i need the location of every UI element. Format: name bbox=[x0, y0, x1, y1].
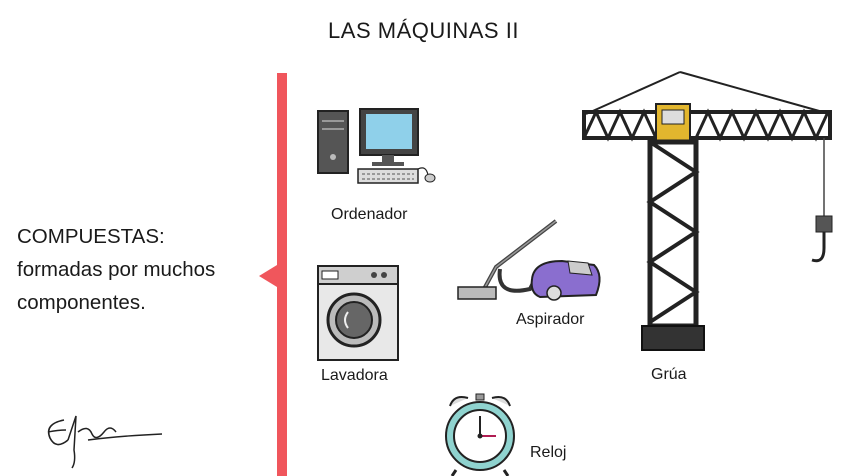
machine-label: Reloj bbox=[530, 444, 567, 461]
definition-heading: COMPUESTAS: bbox=[17, 225, 165, 248]
signature-icon bbox=[47, 415, 163, 469]
alarm-clock-icon bbox=[445, 393, 515, 476]
divider-arrow bbox=[259, 265, 277, 287]
divider-bar bbox=[277, 73, 287, 476]
crane-icon bbox=[582, 71, 833, 351]
washing-machine-icon bbox=[317, 265, 399, 361]
page-title: LAS MÁQUINAS II bbox=[328, 18, 519, 43]
definition-line: componentes. bbox=[17, 291, 146, 314]
machine-label: Aspirador bbox=[516, 311, 585, 328]
definition-line: formadas por muchos bbox=[17, 258, 216, 281]
machine-label: Ordenador bbox=[331, 206, 408, 223]
vacuum-cleaner-icon bbox=[457, 219, 601, 301]
machine-label: Grúa bbox=[651, 366, 687, 383]
definition-text: COMPUESTAS: formadas por muchos componen… bbox=[17, 220, 267, 319]
computer-icon bbox=[317, 108, 436, 184]
machine-label: Lavadora bbox=[321, 367, 388, 384]
